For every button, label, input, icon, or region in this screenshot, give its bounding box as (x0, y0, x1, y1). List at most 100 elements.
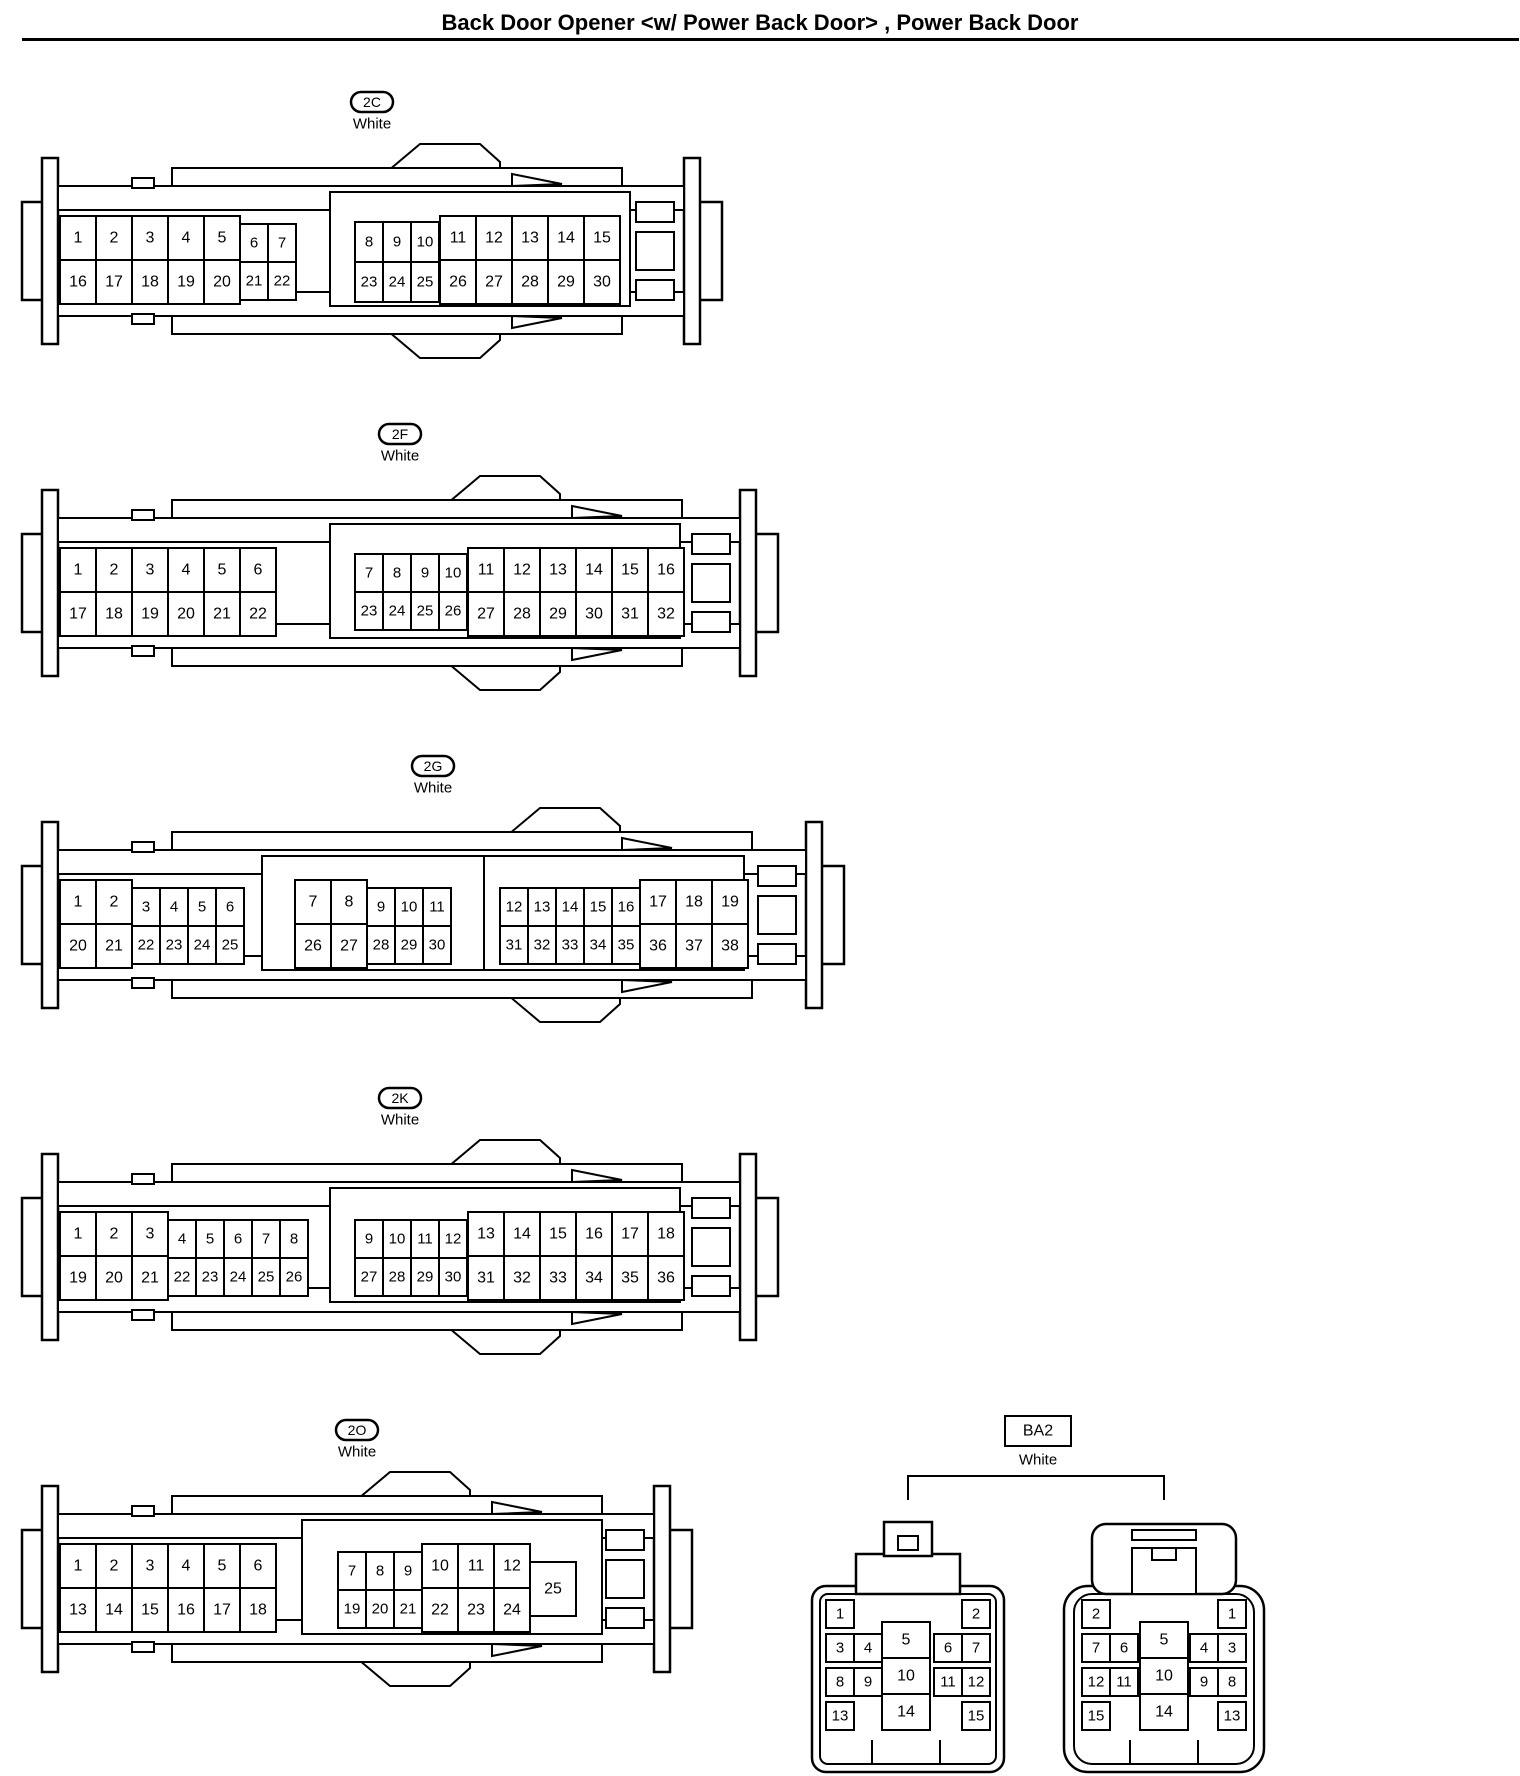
connector-code: 2G (424, 758, 443, 774)
pin-cell (611, 925, 641, 965)
pin-number: 1 (74, 1226, 83, 1243)
pin-cell (503, 1255, 541, 1301)
pin-number: 14 (897, 1704, 915, 1721)
pin-number: 3 (142, 899, 150, 916)
pin-cell (467, 591, 505, 637)
left-post (40, 1152, 60, 1342)
pin-cell (575, 1255, 613, 1301)
pin-cell (438, 1257, 468, 1297)
pin-number: 14 (557, 230, 575, 247)
pin-number: 12 (513, 562, 531, 579)
pin-cell (223, 1257, 253, 1297)
view-bracket (907, 1475, 1165, 1500)
pin-number: 14 (513, 1226, 531, 1243)
connector-code: 2C (363, 94, 381, 110)
pin-number: 23 (361, 274, 378, 291)
pin-number: 17 (69, 606, 87, 623)
pin-cell (881, 1657, 931, 1695)
pin-number: 27 (340, 938, 358, 955)
pin-number: 20 (69, 938, 87, 955)
pin-cell (475, 259, 513, 305)
pin-number: 11 (429, 899, 445, 916)
pin-number: 6 (254, 1558, 263, 1575)
wedge-top (571, 504, 623, 520)
pin-number: 15 (621, 562, 639, 579)
pin-number: 6 (944, 1640, 952, 1657)
pin-number: 13 (1224, 1708, 1241, 1725)
pin-number: 22 (138, 937, 155, 954)
pin-number: 37 (685, 938, 703, 955)
pin-cell (1217, 1633, 1247, 1663)
pin-cell (394, 925, 424, 965)
pin-number: 8 (290, 1231, 298, 1248)
pin-number: 28 (373, 937, 390, 954)
connector-code: 2K (391, 1090, 409, 1106)
pin-number: 14 (1155, 1704, 1173, 1721)
pin-number: 25 (258, 1269, 275, 1286)
wedge-bottom (511, 314, 563, 330)
pin-cell (511, 259, 549, 305)
connector-color-label: White (381, 448, 419, 465)
wedge-bottom (571, 646, 623, 662)
connector-color-label: White (338, 1444, 376, 1461)
pin-number: 19 (721, 894, 739, 911)
pin-cell (1217, 1599, 1247, 1629)
pin-number: 4 (1200, 1640, 1208, 1657)
pin-number: 5 (218, 562, 227, 579)
pin-number: 21 (246, 273, 263, 290)
pin-number: 28 (521, 274, 539, 291)
pin-number: 6 (254, 562, 263, 579)
pin-number: 6 (1120, 1640, 1128, 1657)
pin-cell (853, 1633, 883, 1663)
pin-number: 4 (178, 1231, 186, 1248)
pin-number: 18 (105, 606, 123, 623)
left-post (40, 156, 60, 346)
pin-number: 36 (649, 938, 667, 955)
pin-number: 16 (177, 1602, 195, 1619)
pin-cell (294, 923, 332, 969)
connector-code-badge (410, 754, 456, 778)
right-post (682, 156, 702, 346)
pin-cell (167, 591, 205, 637)
pin-number: 3 (146, 562, 155, 579)
pin-cell (825, 1701, 855, 1731)
lock-housing (854, 1552, 962, 1596)
pin-number: 11 (940, 1674, 956, 1691)
pin-number: 16 (585, 1226, 603, 1243)
pin-cell (410, 553, 440, 593)
bottom-clip (131, 313, 155, 325)
pin-number: 13 (534, 899, 551, 916)
pin-number: 8 (836, 1674, 844, 1691)
pin-number: 24 (503, 1602, 521, 1619)
top-clip (131, 1505, 155, 1517)
pin-number: 25 (417, 274, 434, 291)
slide-rail-bottom (171, 979, 753, 999)
lock-key (897, 1535, 919, 1551)
pin-cell (881, 1621, 931, 1659)
pin-cell (410, 591, 440, 631)
side-slot (691, 533, 731, 555)
pin-number: 35 (618, 937, 635, 954)
pin-cell (1139, 1621, 1189, 1659)
pin-number: 31 (506, 937, 523, 954)
title-divider (22, 38, 1519, 41)
pin-number: 1 (836, 1606, 844, 1623)
connector-code-badge (349, 90, 395, 114)
pin-number: 10 (417, 234, 434, 251)
pin-number: 31 (621, 606, 639, 623)
pin-number: 15 (593, 230, 611, 247)
pin-cell (1081, 1701, 1111, 1731)
pin-number: 1 (74, 1558, 83, 1575)
pin-number: 15 (141, 1602, 159, 1619)
right-post (652, 1484, 672, 1674)
pin-cell (382, 591, 412, 631)
slide-rail-top (171, 499, 683, 519)
connector-code: 2O (348, 1422, 367, 1438)
pin-number: 14 (105, 1602, 123, 1619)
pin-cell (961, 1633, 991, 1663)
pin-number: 11 (468, 1558, 485, 1575)
pin-cell (223, 1219, 253, 1259)
pin-number: 10 (1155, 1668, 1173, 1685)
